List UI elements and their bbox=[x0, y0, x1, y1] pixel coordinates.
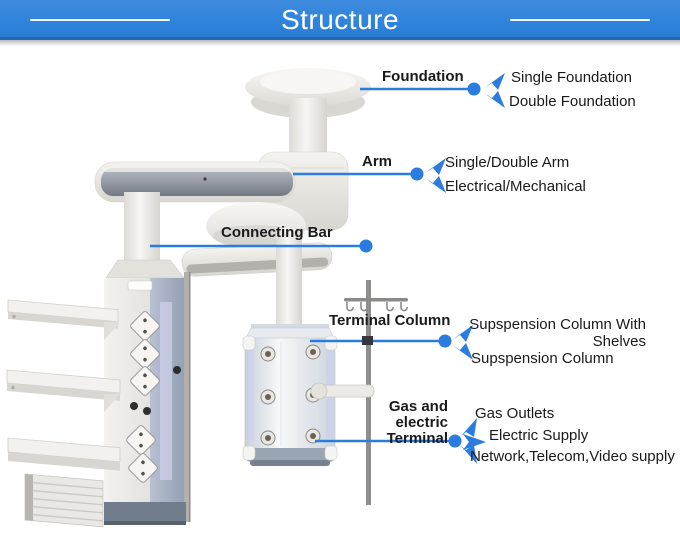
column-base bbox=[104, 502, 186, 525]
iv-hooks bbox=[346, 302, 408, 312]
callout-dot bbox=[448, 434, 462, 448]
drop-post-right bbox=[276, 228, 302, 328]
callout-dot bbox=[438, 334, 452, 348]
pole-clamp bbox=[362, 336, 373, 345]
arrow-right-icon bbox=[463, 434, 486, 450]
arm-option-single-double: Single/Double Arm bbox=[445, 154, 570, 171]
callout-dot bbox=[359, 239, 373, 253]
connecting-bar-label: Connecting Bar bbox=[221, 224, 333, 241]
gas-outlet bbox=[260, 430, 276, 446]
gas-outlet bbox=[260, 389, 276, 405]
lower-arm bbox=[181, 242, 333, 277]
header-decor-line-left bbox=[30, 19, 170, 21]
gas-electric-terminal-label: Gas and electric Terminal bbox=[386, 398, 448, 447]
arrow-down-icon bbox=[484, 91, 505, 108]
side-rail bbox=[184, 272, 190, 522]
foundation-disc bbox=[245, 68, 371, 118]
pole-bracket bbox=[310, 382, 375, 400]
power-outlet bbox=[128, 453, 158, 483]
power-outlet bbox=[130, 311, 160, 341]
gas-outlet bbox=[305, 428, 321, 444]
callout-dot bbox=[410, 167, 424, 181]
callout-terminal-column bbox=[310, 325, 473, 360]
shelf bbox=[7, 299, 119, 329]
header-decor-line-right bbox=[510, 19, 650, 21]
light-strip bbox=[160, 302, 172, 480]
gas-option-electric-supply: Electric Supply bbox=[489, 427, 589, 444]
header-shadow bbox=[0, 40, 680, 46]
callout-dot bbox=[467, 82, 481, 96]
arm-label: Arm bbox=[362, 153, 393, 170]
switch-knob bbox=[130, 402, 138, 410]
drawer bbox=[24, 473, 104, 528]
terminal-option-with-shelves: Supspension Column With Shelves bbox=[469, 316, 646, 350]
gas-outlet bbox=[260, 346, 276, 362]
arrow-up-icon bbox=[452, 325, 473, 342]
power-outlet bbox=[130, 366, 160, 396]
arrow-up-icon bbox=[425, 158, 446, 175]
shelf-bracket bbox=[104, 322, 120, 340]
terminal-column-label: Terminal Column bbox=[329, 312, 451, 329]
supply-column-left bbox=[6, 272, 191, 528]
power-outlet bbox=[130, 339, 160, 369]
arm-option-electrical-mechanical: Electrical/Mechanical bbox=[445, 178, 586, 195]
page-title: Structure bbox=[280, 4, 400, 35]
shelf-bracket bbox=[104, 394, 120, 412]
arrow-down-icon bbox=[452, 343, 473, 360]
callout-gas-electric bbox=[315, 418, 486, 464]
mount-neck bbox=[289, 98, 327, 160]
terminal-option-column: Supspension Column bbox=[471, 350, 614, 367]
arrow-up-icon bbox=[484, 73, 505, 90]
light-strip bbox=[248, 350, 254, 440]
foundation-label: Foundation bbox=[382, 68, 464, 85]
shelf bbox=[7, 437, 121, 471]
arrow-down-icon bbox=[461, 445, 477, 464]
drop-column-left bbox=[124, 192, 160, 264]
gas-option-outlets: Gas Outlets bbox=[475, 405, 555, 422]
rail-clamp bbox=[173, 366, 181, 374]
equipment-illustration bbox=[6, 68, 505, 528]
foundation-option-single: Single Foundation bbox=[511, 69, 632, 86]
gas-option-network: Network,Telecom,Video supply bbox=[470, 448, 675, 465]
arrow-up-icon bbox=[461, 418, 477, 437]
column-cap bbox=[105, 259, 185, 279]
header-banner: Structure bbox=[0, 0, 680, 40]
shelf bbox=[6, 369, 121, 401]
power-outlet bbox=[126, 425, 156, 455]
foundation-option-double: Double Foundation bbox=[509, 93, 636, 110]
callout-connecting-bar bbox=[150, 239, 373, 253]
callout-arm bbox=[293, 158, 446, 193]
callout-foundation bbox=[360, 73, 505, 108]
arrow-down-icon bbox=[425, 176, 446, 193]
upper-arm bbox=[94, 161, 296, 203]
switch-knob bbox=[143, 407, 151, 415]
brand-badge bbox=[127, 280, 153, 291]
gas-outlet bbox=[305, 344, 321, 360]
